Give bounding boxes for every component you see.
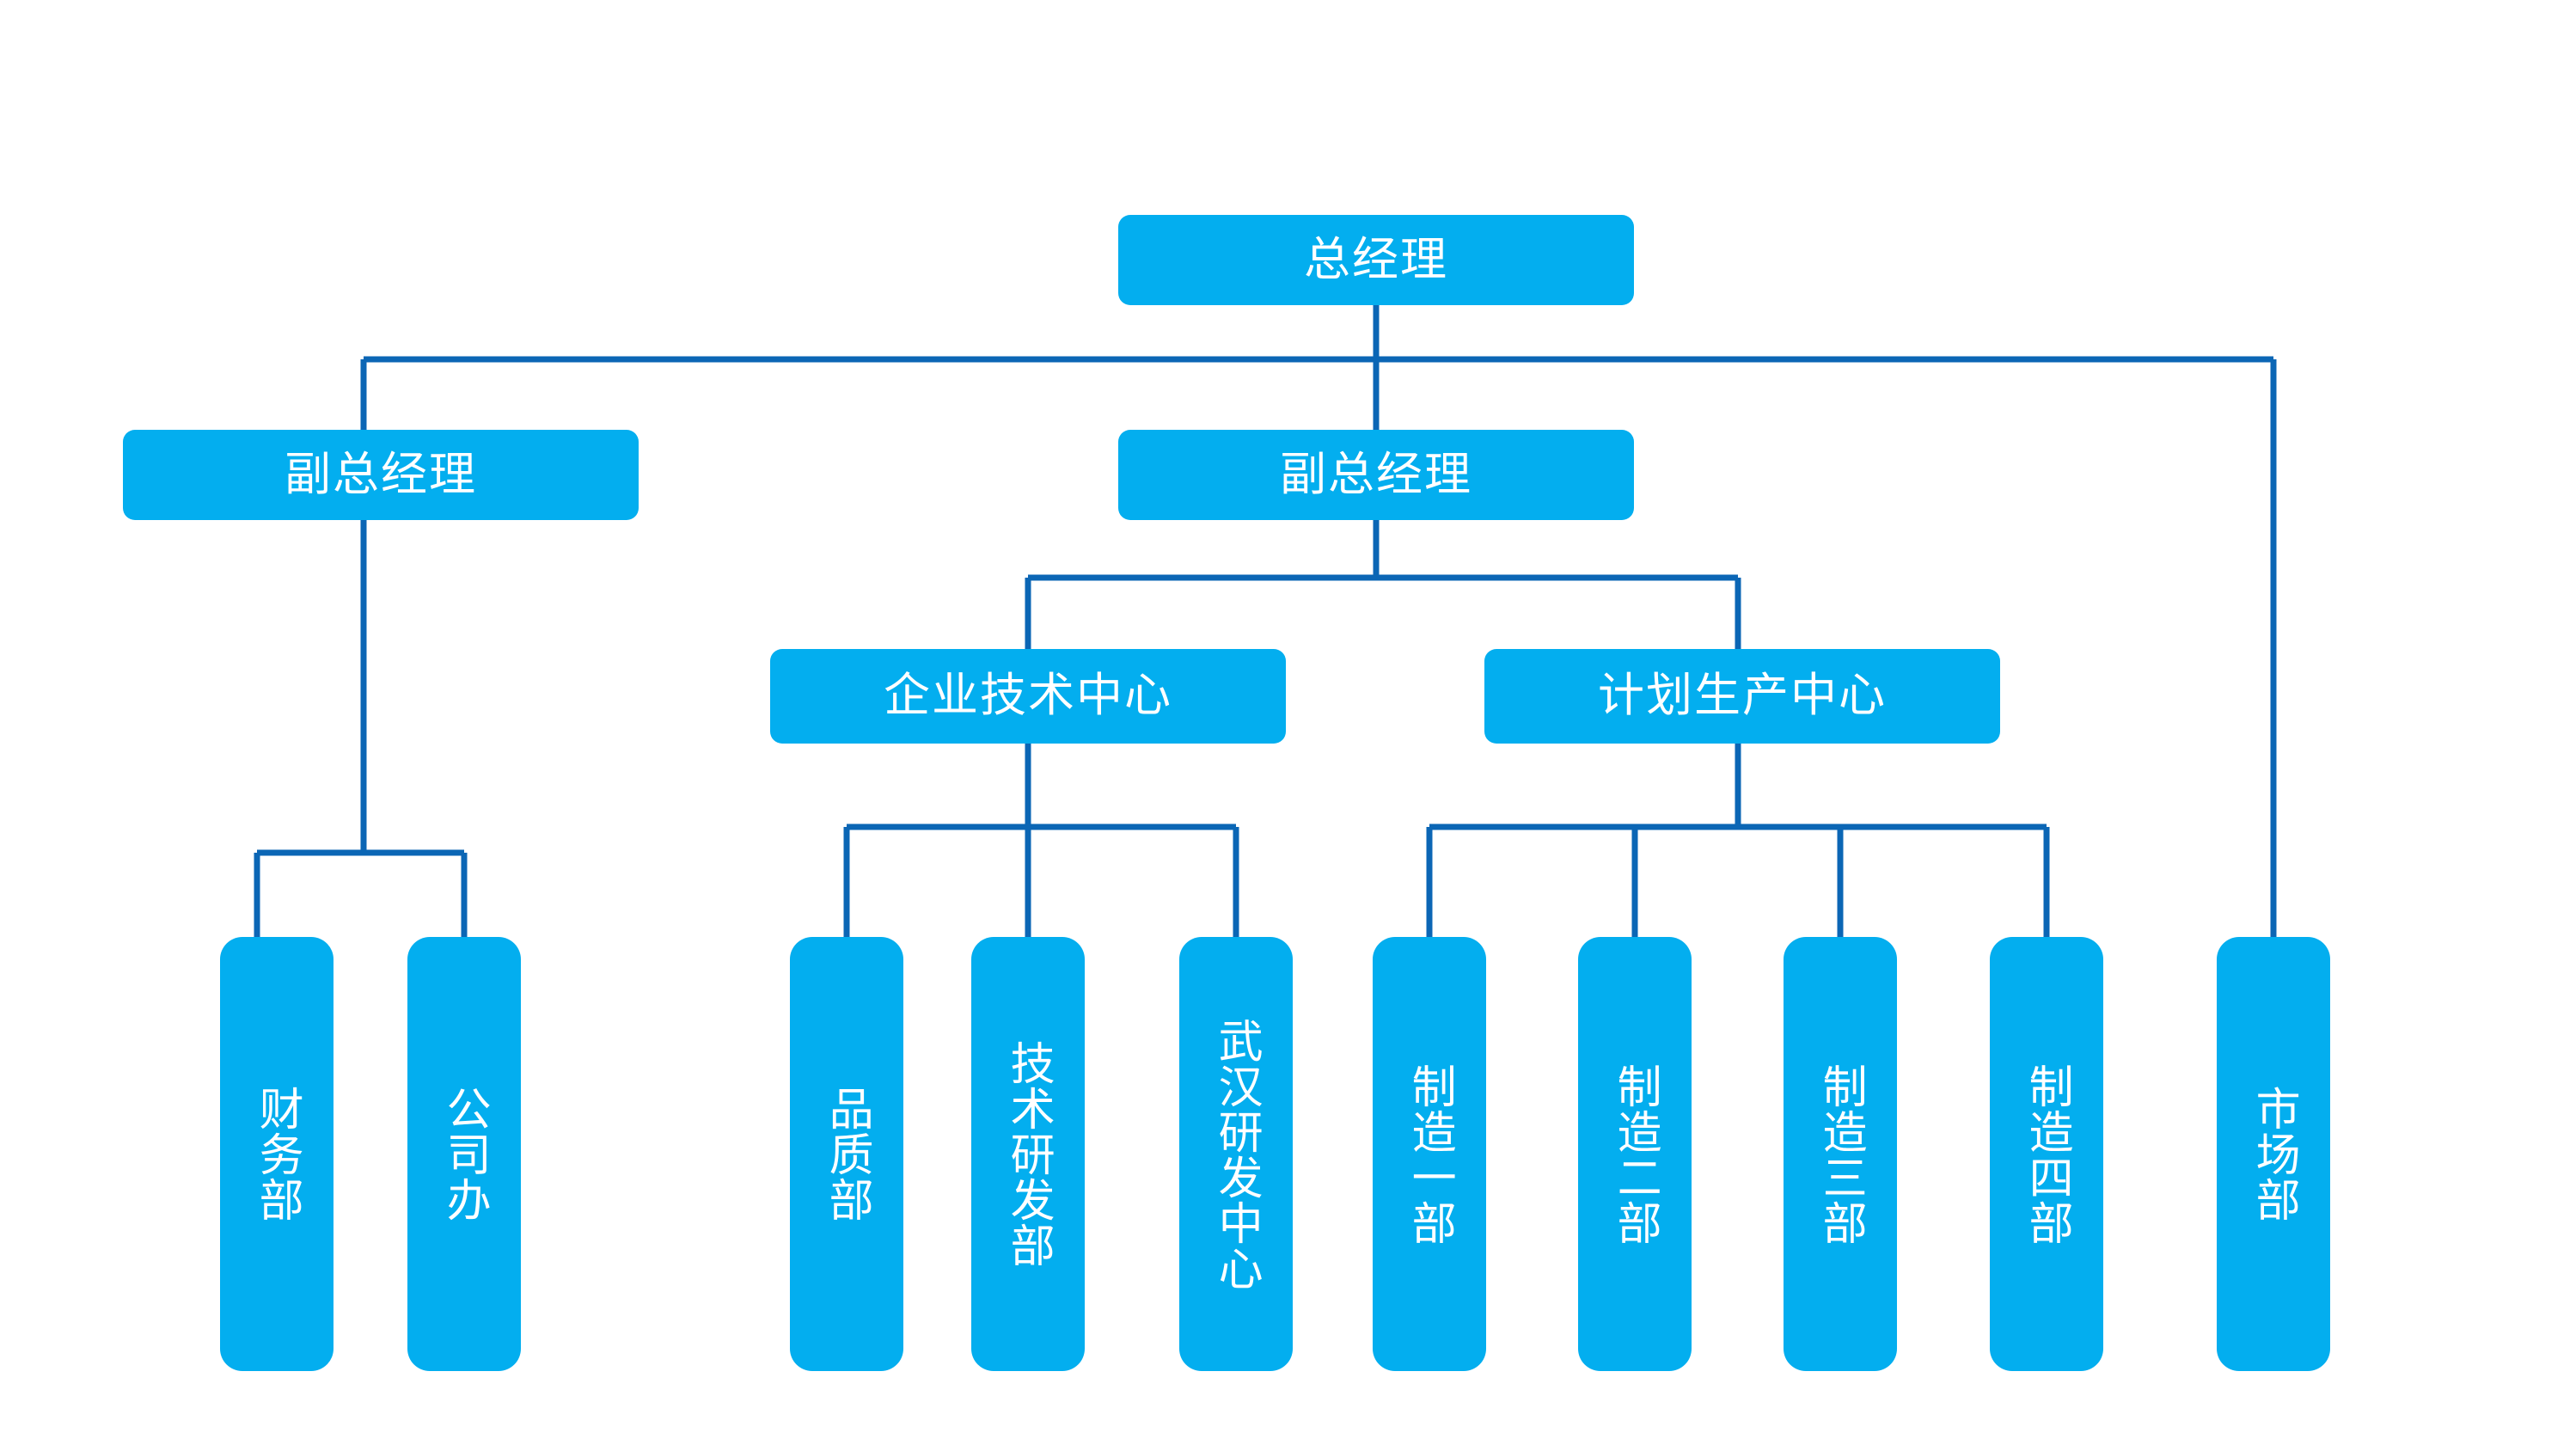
node-mfg-dept-3-label: 制造三部 <box>1815 1062 1866 1246</box>
node-general-manager[interactable]: 总经理 <box>1118 215 1634 305</box>
node-mfg-dept-1-label: 制造一部 <box>1404 1062 1455 1246</box>
node-mfg-dept-4[interactable]: 制造四部 <box>1990 937 2103 1371</box>
node-quality-dept[interactable]: 品质部 <box>790 937 903 1371</box>
node-mfg-dept-2-label: 制造二部 <box>1610 1062 1661 1246</box>
node-deputy-gm-left-label: 副总经理 <box>285 448 477 500</box>
node-tech-center[interactable]: 企业技术中心 <box>770 649 1286 744</box>
node-rnd-dept-label: 技术研发部 <box>1003 1040 1054 1268</box>
node-deputy-gm-center[interactable]: 副总经理 <box>1118 430 1634 520</box>
node-production-center[interactable]: 计划生产中心 <box>1484 649 2000 744</box>
node-quality-dept-label: 品质部 <box>822 1086 872 1222</box>
node-tech-center-label: 企业技术中心 <box>884 670 1172 722</box>
node-rnd-dept[interactable]: 技术研发部 <box>971 937 1085 1371</box>
node-marketing-dept[interactable]: 市场部 <box>2217 937 2330 1371</box>
node-finance-dept-label: 财务部 <box>252 1086 303 1222</box>
node-company-office-label: 公司办 <box>439 1086 490 1222</box>
node-deputy-gm-center-label: 副总经理 <box>1280 448 1472 500</box>
node-company-office[interactable]: 公司办 <box>407 937 521 1371</box>
node-wuhan-rnd-center-label: 武汉研发中心 <box>1211 1017 1262 1291</box>
node-wuhan-rnd-center[interactable]: 武汉研发中心 <box>1179 937 1293 1371</box>
node-mfg-dept-2[interactable]: 制造二部 <box>1578 937 1692 1371</box>
node-finance-dept[interactable]: 财务部 <box>220 937 333 1371</box>
node-deputy-gm-left[interactable]: 副总经理 <box>123 430 639 520</box>
node-marketing-dept-label: 市场部 <box>2249 1086 2299 1222</box>
node-general-manager-label: 总经理 <box>1304 233 1448 285</box>
node-mfg-dept-1[interactable]: 制造一部 <box>1373 937 1486 1371</box>
node-mfg-dept-4-label: 制造四部 <box>2022 1062 2072 1246</box>
node-production-center-label: 计划生产中心 <box>1598 670 1887 722</box>
node-mfg-dept-3[interactable]: 制造三部 <box>1784 937 1897 1371</box>
